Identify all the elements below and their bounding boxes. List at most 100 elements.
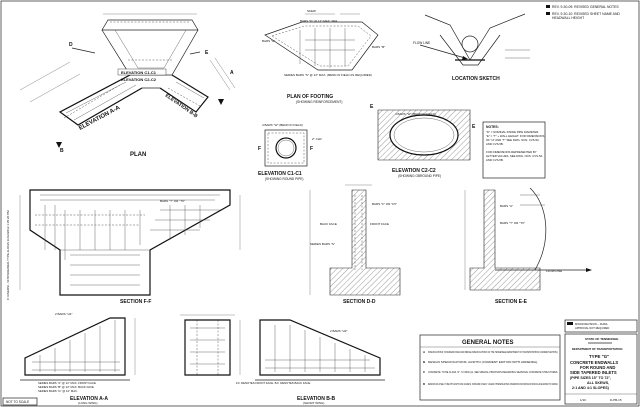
bb-note: F.F. DENOTES FRONT FACE. B.F. DENOTES BA… <box>236 381 311 385</box>
tb-line2: FOR ROUND AND <box>580 365 615 370</box>
dd-front-face: FRONT FACE <box>370 222 389 226</box>
ee-bars-a: BARS "A" <box>500 204 513 208</box>
c1-marker-f-left: F <box>258 146 261 152</box>
c1-subtitle: (SHOWING ROUND PIPE) <box>265 177 303 181</box>
section-dd-view: BACK FACE FRONT FACE SERIES BARS "S" BAR… <box>309 184 401 305</box>
aa-series-2: SERIES BARS "B" @ 12" MAX. BACK FACE <box>38 385 94 389</box>
tb-dept: DEPARTMENT OF TRANSPORTATION <box>572 347 622 351</box>
bb-bars-h: 2 BARS "H2" <box>330 329 347 333</box>
not-to-scale-box <box>2 397 38 406</box>
location-flow-line: FLOW LINE <box>413 41 430 45</box>
approval-a: MINOR REVISION -- FHWA <box>575 322 608 326</box>
notes-title: NOTES: <box>486 125 499 129</box>
gn-text-d: REINFORCING STEEL: TO BE WITH AASHTO M31… <box>428 383 558 386</box>
c2-marker-e-left: E <box>370 104 374 110</box>
tb-type: TYPE "G" <box>589 354 609 359</box>
gn-letter-b: B <box>423 360 426 364</box>
footing-bars-b: BARS "B" <box>372 45 385 49</box>
aa-series-3: SERIES BARS "G" @ 12" MAX. <box>38 389 78 393</box>
c1-bars-w: 4 BARS "W" (BEND IN FIELD) <box>262 123 303 127</box>
tb-line4: (PIPE SIZES 15" TO 72", <box>570 376 611 380</box>
plan-label-c2: ELEVATION C2-C2 <box>121 77 157 82</box>
tb-state: STATE OF TENNESSEE <box>585 337 618 341</box>
aa-subtitle: (LONG WING) <box>78 401 98 405</box>
elevation-c1-view: 4 BARS "W" (BEND IN FIELD) F F 2" CLR. E… <box>258 123 323 181</box>
ee-bars-t: BARS "T" OR "TX" <box>500 221 525 225</box>
dd-bars-f: BARS "F" OR "FX" <box>372 202 397 206</box>
aa-title: ELEVATION A-A <box>70 396 108 402</box>
c2-subtitle: (SHOWING OBROUND PIPE) <box>398 174 441 178</box>
general-notes-title: GENERAL NOTES <box>462 340 514 346</box>
plan-label-elev-aa: ELEVATION A-A <box>78 105 122 132</box>
gn-letter-a: A <box>423 350 426 354</box>
c1-marker-f-right: F <box>310 146 313 152</box>
footing-subtitle: (SHOWING REINFORCEMENT) <box>296 100 342 104</box>
notes-line-2: OF "H" AND "T" SEE DWG. NOS. CVS-5A <box>486 138 539 142</box>
location-sketch: FLOW LINE LOCATION SKETCH <box>413 13 530 82</box>
revision-2a: REV. 9-30-10: REVISED SHEET NAME AND <box>552 12 620 16</box>
revision-block: REV. 9-30-09: REVISED GENERAL NOTES REV.… <box>546 5 620 20</box>
title-block: MINOR REVISION -- FHWA APPROVAL NOT REQU… <box>564 319 638 405</box>
plan-marker-e: E <box>205 50 209 56</box>
gn-letter-c: C <box>423 370 426 374</box>
elevation-c2-view: 4 BARS "W" (BEND IN FIELD) E E ELEVATION… <box>370 104 476 178</box>
gn-text-a: SPECIFICATIONS: STANDARD ROAD AND BRIDGE… <box>428 351 558 354</box>
c2-title: ELEVATION C2-C2 <box>392 168 436 174</box>
plan-title: PLAN <box>130 152 146 158</box>
section-ff-view: BARS "T" OR "TX" SECTION F-F <box>19 189 241 305</box>
footing-title: PLAN OF FOOTING <box>287 94 333 100</box>
bb-title: ELEVATION B-B <box>297 396 336 402</box>
elevation-bb-view: 2 BARS "H2" F.F. DENOTES FRONT FACE. B.F… <box>236 319 385 405</box>
plan-marker-d: D <box>69 42 73 48</box>
footing-skew: SKEW <box>307 9 316 13</box>
notes-line-0: "D" = NOMINAL INSIDE PIPE DIAMETER. <box>486 130 539 134</box>
notes-box: NOTES: "D" = NOMINAL INSIDE PIPE DIAMETE… <box>482 121 546 179</box>
plan-label-c1: ELEVATION C1-C1 <box>121 70 157 75</box>
ee-title: SECTION E-E <box>495 299 528 305</box>
ff-title: SECTION F-F <box>120 299 151 305</box>
tb-sheet-right: D-PB-15 <box>610 398 622 402</box>
file-path-text: C:\USERS\...\STD\SKEWED-TYPE-G.DGN 11/12… <box>6 210 10 300</box>
revision-1: REV. 9-30-09: REVISED GENERAL NOTES <box>552 5 619 9</box>
tb-line1: CONCRETE ENDWALLS <box>570 360 618 365</box>
elevation-middle-view <box>180 314 241 376</box>
tb-line5: ALL SKEWS, <box>587 381 609 385</box>
c1-title: ELEVATION C1-C1 <box>258 171 302 177</box>
not-to-scale: NOT TO SCALE <box>6 400 29 404</box>
gn-letter-d: D <box>423 382 426 386</box>
plan-marker-b: B <box>60 148 64 154</box>
section-ee-view: FLOW LINE BARS "A" BARS "T" OR "TX" SECT… <box>464 187 592 305</box>
aa-series-1: SERIES BARS "A" @ 12" MAX. FRONT FACE <box>38 381 96 385</box>
location-title: LOCATION SKETCH <box>452 76 500 82</box>
notes-line-7: AND CVS-5B. <box>486 158 504 162</box>
elevation-aa-view: 2 BARS "H1" SERIES BARS "A" @ 12" MAX. F… <box>20 312 136 405</box>
plan-view: ELEVATION C1-C1 ELEVATION C2-C2 ELEVATIO… <box>19 13 236 158</box>
general-notes-box: GENERAL NOTES A SPECIFICATIONS: STANDARD… <box>419 334 561 401</box>
plan-marker-a: A <box>230 70 234 76</box>
tb-sheet-left: 1/10 <box>580 398 586 402</box>
notes-line-6: LETTER VALUES, SEE DWG. NOS. CVS-5A <box>486 154 542 158</box>
ee-flow-line: FLOW LINE <box>546 269 562 273</box>
dd-title: SECTION D-D <box>343 299 376 305</box>
dd-back-face: BACK FACE <box>320 222 337 226</box>
aa-bars-h: 2 BARS "H1" <box>55 312 72 316</box>
footing-bars-a: BARS "A" <box>262 39 275 43</box>
ff-bars: BARS "T" OR "TX" <box>160 199 185 203</box>
dd-series: SERIES BARS "S" <box>310 242 335 246</box>
gn-text-b: DESIGN SPECIFICATIONS: AASHTO (CURRENT E… <box>428 361 538 364</box>
c1-cover: 2" CLR. <box>312 137 323 141</box>
approval-b: APPROVAL NOT REQUIRED <box>575 326 609 330</box>
notes-line-5: FOR DIMENSIONS REPRESENTED BY <box>486 150 537 154</box>
tb-line6: 2:1 AND 4:1 SLOPES) <box>572 386 610 390</box>
revision-2b: HEADWALL HEIGHT <box>552 16 584 20</box>
footing-plan-view: SKEW BARS "D" @ 12" MAX. SPA. SERIES BAR… <box>262 9 385 104</box>
c2-marker-e-right: E <box>472 124 476 130</box>
notes-line-3: AND CVS-5B. <box>486 142 504 146</box>
footing-series: SERIES BARS "S" @ 12" MAX. (BEND IN FIEL… <box>284 73 372 77</box>
plan-label-elev-bb: ELEVATION B-B <box>164 93 199 120</box>
gn-text-c: CONCRETE: TO BE CLASS "A", f'c=3000 psi.… <box>428 371 558 374</box>
notes-line-1: "E" = "T" + WALL HEIGHT. FOR DIMENSIONS <box>486 134 544 138</box>
footing-bars-top: BARS "D" @ 12" MAX. SPA. <box>300 19 338 23</box>
